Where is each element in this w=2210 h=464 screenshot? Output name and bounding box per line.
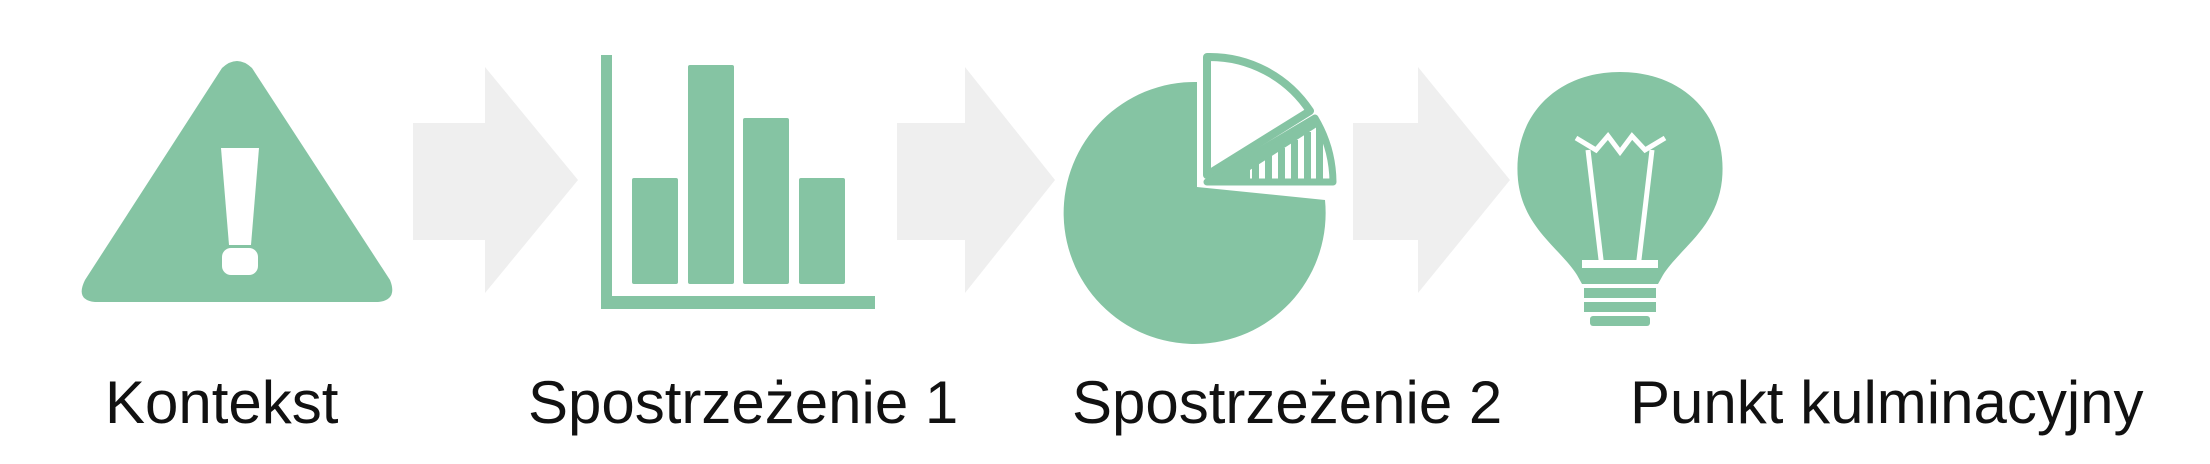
warning-triangle-icon: [81, 61, 393, 302]
step-label-insight-2: Spostrzeżenie 2: [1072, 369, 1503, 436]
step-label-insight-1: Spostrzeżenie 1: [528, 369, 959, 436]
arrow-right-icon: [1353, 67, 1510, 293]
arrow-right-icon: [897, 67, 1055, 293]
step-label-climax: Punkt kulminacyjny: [1630, 369, 2144, 436]
bar-chart-icon: [601, 55, 875, 309]
step-label-context: Kontekst: [105, 369, 339, 436]
arrow-right-icon: [413, 67, 578, 293]
pie-chart-icon: [1063, 52, 1337, 344]
lightbulb-icon: [1517, 72, 1723, 326]
